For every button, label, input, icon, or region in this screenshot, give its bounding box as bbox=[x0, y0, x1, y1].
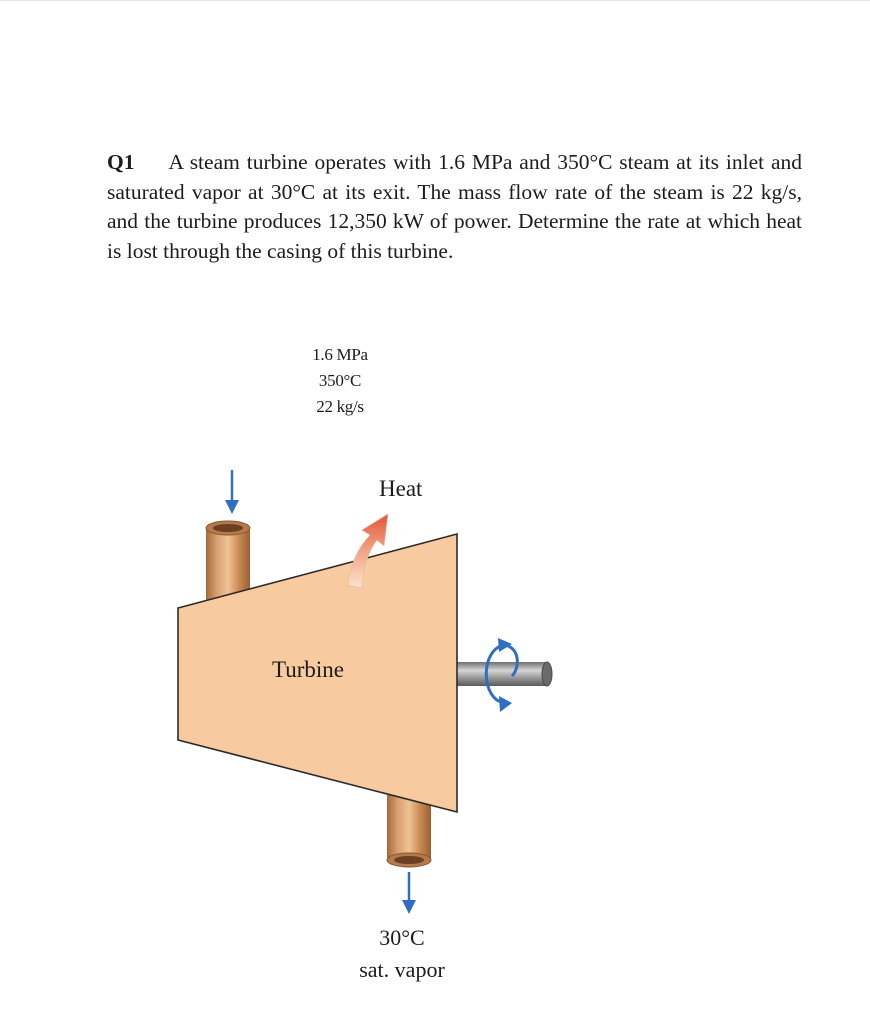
question-number: Q1 bbox=[107, 150, 135, 174]
problem-text: A steam turbine operates with 1.6 MPa an… bbox=[107, 150, 802, 263]
exit-temperature: 30°C bbox=[379, 925, 425, 950]
exit-conditions: 30°C sat. vapor bbox=[332, 922, 472, 986]
exit-flow-arrow-icon bbox=[402, 872, 416, 914]
output-shaft bbox=[455, 661, 553, 687]
inlet-mass-flow: 22 kg/s bbox=[316, 397, 364, 416]
turbine-label: Turbine bbox=[272, 657, 344, 682]
inlet-flow-arrow-icon bbox=[225, 470, 239, 514]
inlet-temperature: 350°C bbox=[318, 371, 362, 390]
inlet-pressure: 1.6 MPa bbox=[312, 345, 368, 364]
inlet-conditions: 1.6 MPa 350°C 22 kg/s bbox=[300, 342, 380, 420]
heat-label: Heat bbox=[379, 476, 423, 501]
inlet-pipe bbox=[205, 520, 251, 606]
heat-loss-arrow-icon bbox=[347, 513, 389, 589]
top-rule bbox=[0, 0, 870, 1]
rotation-arrow-icon bbox=[484, 638, 519, 712]
exit-state: sat. vapor bbox=[359, 957, 445, 982]
